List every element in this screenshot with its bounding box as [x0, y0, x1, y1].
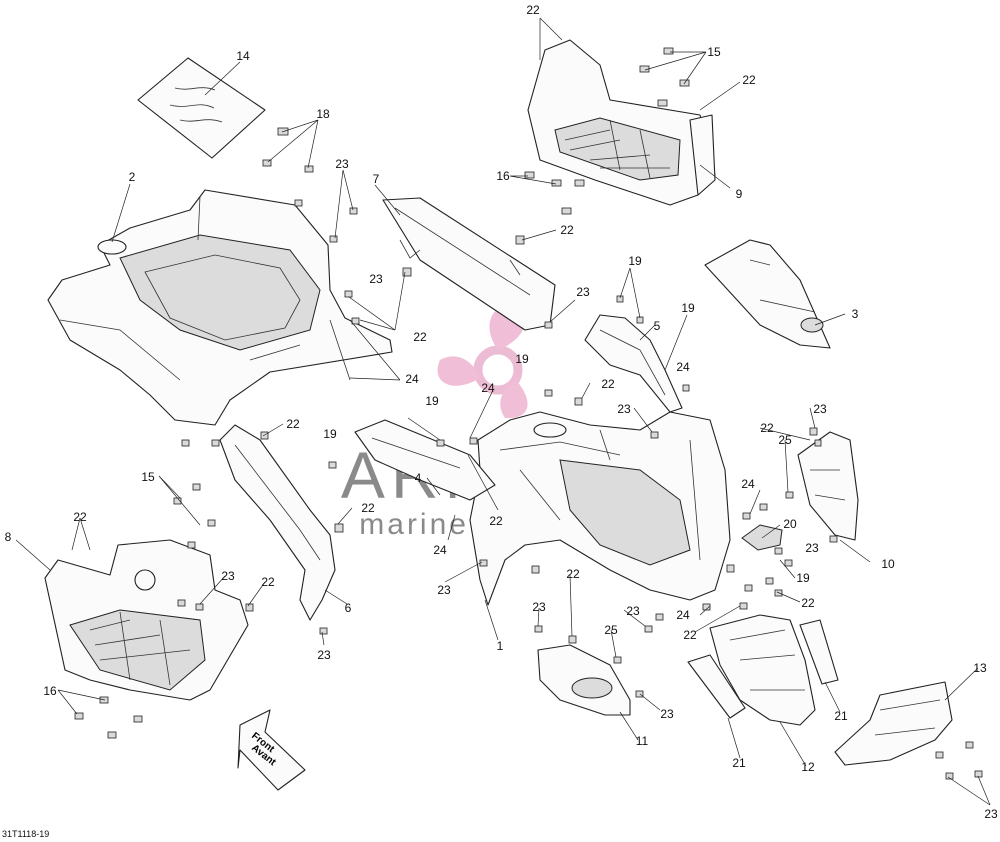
callout-16: 16	[496, 169, 510, 183]
callout-24: 24	[741, 477, 755, 491]
callout-5: 5	[654, 319, 661, 333]
callout-22: 22	[286, 417, 300, 431]
callout-22: 22	[413, 330, 427, 344]
callout-22: 22	[73, 510, 87, 524]
callout-25: 25	[604, 623, 618, 637]
callout-22: 22	[742, 73, 756, 87]
callout-19: 19	[681, 301, 695, 315]
callout-22: 22	[261, 575, 275, 589]
part-3-front-cover	[704, 239, 831, 349]
part-8-footwell-left	[44, 539, 249, 701]
callout-24: 24	[433, 543, 447, 557]
front-direction-arrow: Front Avant	[237, 709, 306, 791]
callout-22: 22	[560, 223, 574, 237]
callout-15: 15	[141, 470, 155, 484]
part-6-side-panel	[219, 424, 336, 621]
callout-23: 23	[617, 402, 631, 416]
part-2-rear-fender	[47, 189, 393, 426]
callout-22: 22	[566, 567, 580, 581]
part-13-skid-plate	[834, 681, 953, 766]
part-11-lower-panel	[537, 644, 631, 716]
callout-7: 7	[373, 172, 380, 186]
callout-14: 14	[236, 49, 250, 63]
callout-23: 23	[532, 600, 546, 614]
callout-1: 1	[497, 639, 504, 653]
part-14-decal	[137, 57, 266, 159]
part-10-side-panel-right	[797, 431, 859, 541]
callout-24: 24	[405, 372, 419, 386]
callout-23: 23	[813, 402, 827, 416]
part-9-footwell-right	[527, 39, 716, 206]
callout-23: 23	[221, 569, 235, 583]
callout-22: 22	[760, 421, 774, 435]
part-4-splash-panel	[354, 419, 496, 501]
callout-23: 23	[576, 285, 590, 299]
callouts: 14 18 2 23 7 22 22 15 22 16 9 22 3 23 23…	[5, 3, 998, 821]
part-21-trim-strip-left	[687, 654, 746, 719]
callout-3: 3	[852, 307, 859, 321]
diagram-reference-code: 31T1118-19	[2, 829, 50, 839]
callout-23: 23	[984, 807, 998, 821]
callout-12: 12	[801, 760, 815, 774]
callout-4: 4	[415, 471, 422, 485]
callout-23: 23	[660, 707, 674, 721]
callout-21: 21	[834, 709, 848, 723]
callout-10: 10	[881, 557, 895, 571]
callout-23: 23	[437, 583, 451, 597]
callout-23: 23	[317, 648, 331, 662]
callout-25: 25	[778, 433, 792, 447]
callout-21: 21	[732, 756, 746, 770]
callout-19: 19	[515, 352, 529, 366]
callout-22: 22	[801, 596, 815, 610]
callout-9: 9	[736, 187, 743, 201]
callout-2: 2	[129, 170, 136, 184]
callout-22: 22	[526, 3, 540, 17]
callout-11: 11	[636, 734, 649, 748]
part-1-front-fender	[469, 411, 731, 606]
callout-22: 22	[489, 514, 503, 528]
callout-24: 24	[481, 381, 495, 395]
callout-13: 13	[973, 661, 987, 675]
part-12-guard	[709, 614, 816, 726]
callout-22: 22	[683, 628, 697, 642]
callout-19: 19	[425, 394, 439, 408]
part-21-trim-strip-right	[799, 619, 839, 685]
callout-19: 19	[628, 254, 642, 268]
callout-19: 19	[796, 571, 810, 585]
callout-8: 8	[5, 530, 12, 544]
callout-22: 22	[601, 377, 615, 391]
callout-20: 20	[783, 517, 797, 531]
callout-18: 18	[316, 107, 330, 121]
callout-15: 15	[707, 45, 721, 59]
callout-24: 24	[676, 608, 690, 622]
callout-6: 6	[345, 601, 352, 615]
callout-19: 19	[323, 427, 337, 441]
callout-23: 23	[626, 604, 640, 618]
callout-24: 24	[676, 360, 690, 374]
callout-22: 22	[361, 501, 375, 515]
part-20-bracket	[741, 524, 783, 551]
part-5-deflector	[584, 314, 683, 413]
callout-23: 23	[805, 541, 819, 555]
callout-23: 23	[335, 157, 349, 171]
callout-16: 16	[43, 684, 57, 698]
callout-23: 23	[369, 272, 383, 286]
leader-lines	[15, 17, 991, 806]
part-7-side-rail	[382, 197, 556, 331]
